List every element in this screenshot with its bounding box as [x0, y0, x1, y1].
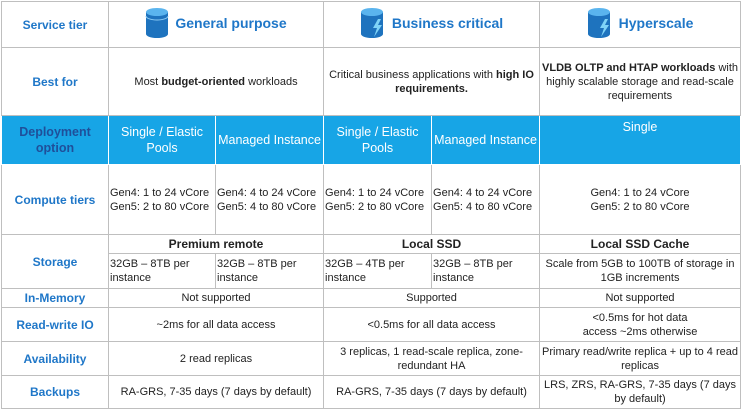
best-for-general-purpose: Most budget-oriented workloads: [107, 47, 325, 116]
row-label-availability: Availability: [1, 341, 109, 376]
row-label-deployment-option: Deployment option: [1, 115, 109, 165]
availability-hs: Primary read/write replica + up to 4 rea…: [539, 341, 741, 376]
io-hs: <0.5ms for hot data access ~2ms otherwis…: [539, 307, 741, 342]
tier-name: General purpose: [175, 14, 287, 31]
io-bc: <0.5ms for all data access: [323, 307, 541, 342]
row-deployment-option: Deployment option Single / Elastic Pools…: [1, 115, 741, 165]
storage-hs-head: Local SSD Cache: [539, 234, 741, 254]
in-memory-gp: Not supported: [107, 288, 325, 308]
best-for-hyperscale: VLDB OLTP and HTAP workloads with highly…: [539, 47, 741, 116]
deployment-bc-managed: Managed Instance: [431, 115, 541, 165]
row-label-storage: Storage: [1, 234, 109, 289]
row-label-backups: Backups: [1, 375, 109, 409]
storage-gp-managed: 32GB – 8TB per instance: [214, 253, 325, 289]
row-label-best-for: Best for: [1, 47, 109, 116]
row-best-for: Best for Most budget-oriented workloads …: [1, 47, 741, 116]
storage-gp-single: 32GB – 8TB per instance: [108, 253, 216, 289]
in-memory-bc: Supported: [323, 288, 541, 308]
storage-bc-head: Local SSD: [323, 234, 541, 254]
tier-name: Business critical: [391, 14, 504, 31]
row-in-memory: In-Memory Not supported Supported Not su…: [1, 288, 741, 308]
compute-bc-managed: Gen4: 4 to 24 vCore Gen5: 4 to 80 vCore: [431, 164, 541, 235]
row-read-write-io: Read-write IO ~2ms for all data access <…: [1, 307, 741, 342]
backups-gp: RA-GRS, 7-35 days (7 days by default): [107, 375, 325, 409]
row-label-read-write-io: Read-write IO: [1, 307, 109, 342]
row-label-in-memory: In-Memory: [1, 288, 109, 308]
deployment-gp-single: Single / Elastic Pools: [108, 115, 216, 165]
storage-bc-managed: 32GB – 8TB per instance: [431, 253, 541, 289]
row-backups: Backups RA-GRS, 7-35 days (7 days by def…: [1, 375, 741, 409]
compute-hs: Gen4: 1 to 24 vCore Gen5: 2 to 80 vCore: [539, 164, 741, 235]
compute-gp-managed: Gen4: 4 to 24 vCore Gen5: 4 to 80 vCore: [214, 164, 325, 235]
backups-bc: RA-GRS, 7-35 days (7 days by default): [323, 375, 541, 409]
compute-gp-single: Gen4: 1 to 24 vCore Gen5: 2 to 80 vCore: [108, 164, 216, 235]
storage-gp-head: Premium remote: [107, 234, 325, 254]
deployment-bc-single: Single / Elastic Pools: [323, 115, 433, 165]
compute-bc-single: Gen4: 1 to 24 vCore Gen5: 2 to 80 vCore: [323, 164, 433, 235]
deployment-gp-managed: Managed Instance: [214, 115, 325, 165]
in-memory-hs: Not supported: [539, 288, 741, 308]
row-availability: Availability 2 read replicas 3 replicas,…: [1, 341, 741, 376]
availability-bc: 3 replicas, 1 read-scale replica, zone-r…: [323, 341, 541, 376]
tier-hyperscale: Hyperscale: [539, 1, 741, 48]
availability-gp: 2 read replicas: [107, 341, 325, 376]
tier-business-critical: Business critical: [323, 1, 541, 48]
storage-bc-single: 32GB – 4TB per instance: [323, 253, 433, 289]
best-for-business-critical: Critical business applications with high…: [323, 47, 541, 116]
database-bolt-icon: [360, 7, 386, 39]
header-row: Service tier General purpose: [1, 1, 741, 48]
row-label-compute-tiers: Compute tiers: [1, 164, 109, 235]
database-bolt-icon: [587, 7, 613, 39]
database-icon: [145, 7, 169, 39]
row-storage-values: 32GB – 8TB per instance 32GB – 8TB per i…: [2, 253, 741, 289]
io-gp: ~2ms for all data access: [107, 307, 325, 342]
backups-hs: LRS, ZRS, RA-GRS, 7-35 days (7 days by d…: [539, 375, 741, 409]
tier-general-purpose: General purpose: [107, 1, 325, 48]
deployment-hs: Single: [539, 115, 741, 165]
tier-name: Hyperscale: [618, 14, 694, 31]
row-compute-tiers: Compute tiers Gen4: 1 to 24 vCore Gen5: …: [1, 164, 741, 235]
row-storage-header: Storage Premium remote Local SSD Local S…: [1, 234, 741, 289]
storage-hs: Scale from 5GB to 100TB of storage in 1G…: [539, 253, 741, 289]
row-label-service-tier: Service tier: [1, 1, 109, 48]
